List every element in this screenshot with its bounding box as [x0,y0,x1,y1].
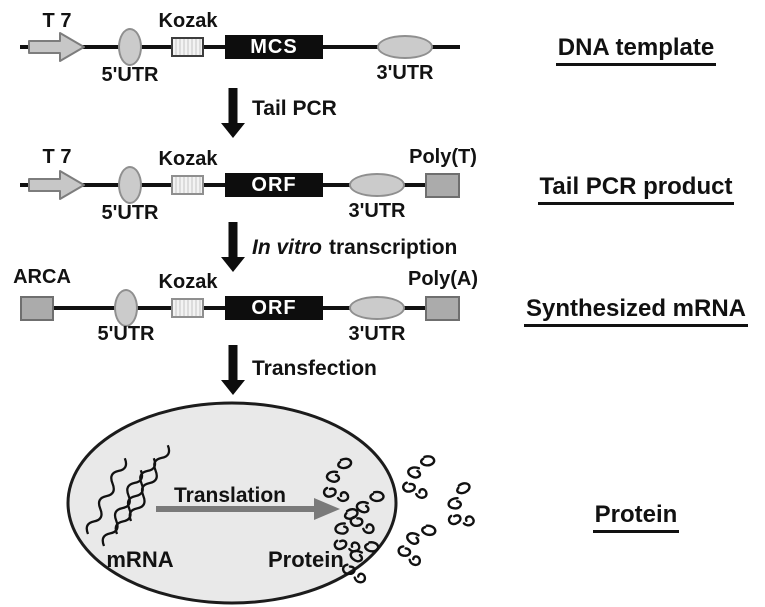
t7-promoter-arrow-icon [28,32,85,62]
mcs-box: MCS [225,35,323,59]
cell-ellipse [66,401,398,605]
translation-label: Translation [173,484,287,507]
utr5-label: 5'UTR [101,64,159,86]
orf-box: ORF [225,296,323,320]
utr3-label: 3'UTR [348,200,406,222]
polya-box [425,296,460,321]
row-title-protein: Protein [508,501,764,533]
utr5-ellipse [118,28,142,66]
utr5-label: 5'UTR [97,323,155,345]
mcs-label: MCS [250,35,298,58]
step-label-tail-pcr: Tail PCR [252,97,337,120]
arca-cap-box [20,296,54,321]
orf-label: ORF [251,296,297,319]
t7-label: T 7 [42,146,72,168]
utr3-ellipse [349,296,405,320]
polyt-box [425,173,460,198]
utr5-label: 5'UTR [101,202,159,224]
utr3-ellipse [377,35,433,59]
kozak-box [171,298,204,318]
down-arrow-icon-step2 [221,222,245,272]
kozak-label: Kozak [158,271,218,293]
kozak-label: Kozak [158,10,218,32]
protein-scribbles-outside [394,452,479,569]
utr3-label: 3'UTR [376,62,434,84]
utr3-ellipse [349,173,405,197]
row-title-dna-template: DNA template [508,34,764,66]
kozak-box [171,175,204,195]
protein-inside-label: Protein [268,547,344,572]
down-arrow-icon-step3 [221,345,245,395]
t7-promoter-arrow-icon [28,170,85,200]
t7-label: T 7 [42,10,72,32]
kozak-label: Kozak [158,148,218,170]
orf-label: ORF [251,173,297,196]
row-title-synthesized-mrna: Synthesized mRNA [508,295,764,327]
utr3-label: 3'UTR [348,323,406,345]
kozak-box [171,37,204,57]
utr5-ellipse [118,166,142,204]
polya-label: Poly(A) [408,268,478,290]
orf-box: ORF [225,173,323,197]
down-arrow-icon-step1 [221,88,245,138]
row-title-tail-pcr-product: Tail PCR product [508,173,764,205]
utr5-ellipse [114,289,138,327]
arca-label: ARCA [13,266,71,288]
polyt-label: Poly(T) [409,146,477,168]
mrna-label: mRNA [106,547,174,572]
step-label-transfection: Transfection [252,357,377,380]
translation-arrow-icon [156,498,340,520]
